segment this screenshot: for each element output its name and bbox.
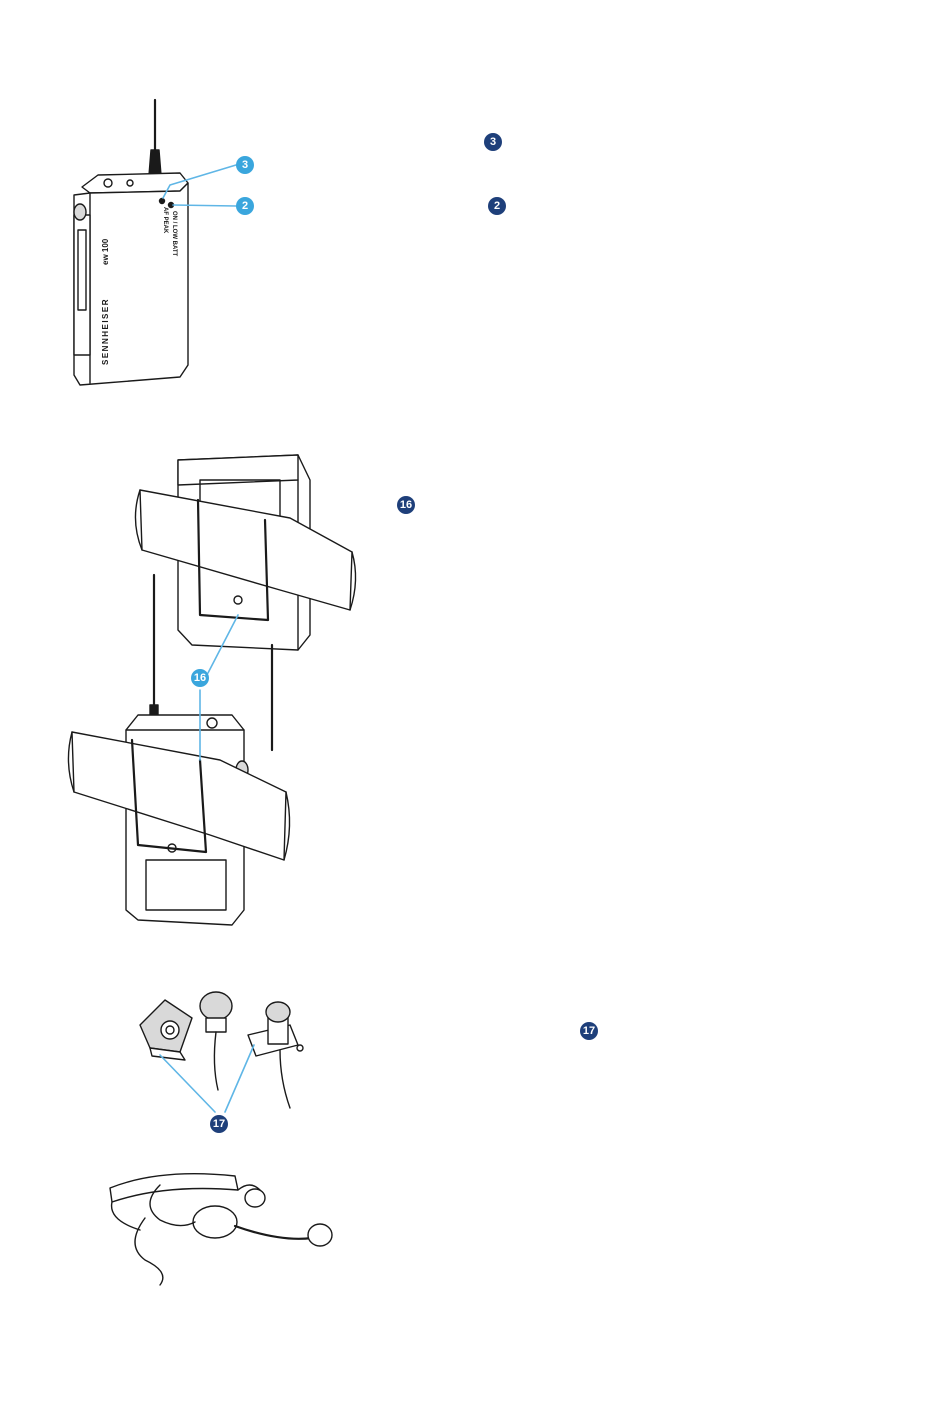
text-marker-16: 16 xyxy=(397,496,415,514)
clip-microphones-illustration xyxy=(130,990,320,1120)
callout-3-top: 3 xyxy=(236,156,254,174)
text-marker-3: 3 xyxy=(484,133,502,151)
headset-illustration xyxy=(100,1160,340,1290)
led-label-on-low-batt: ON / LOW BATT xyxy=(171,211,177,257)
device-brand-label: SENNHEISER xyxy=(101,298,110,365)
callout-16-clip: 16 xyxy=(191,669,209,687)
callout-2-top: 2 xyxy=(236,197,254,215)
callout-17-mics: 17 xyxy=(210,1115,228,1133)
belt-clip-illustration xyxy=(60,440,370,930)
text-marker-2: 2 xyxy=(488,197,506,215)
transmitter-illustration: AF PEAK ON / LOW BATT SENNHEISER ew 100 xyxy=(60,95,260,395)
device-model-label: ew 100 xyxy=(101,238,110,265)
text-marker-17: 17 xyxy=(580,1022,598,1040)
led-label-af-peak: AF PEAK xyxy=(162,207,168,234)
